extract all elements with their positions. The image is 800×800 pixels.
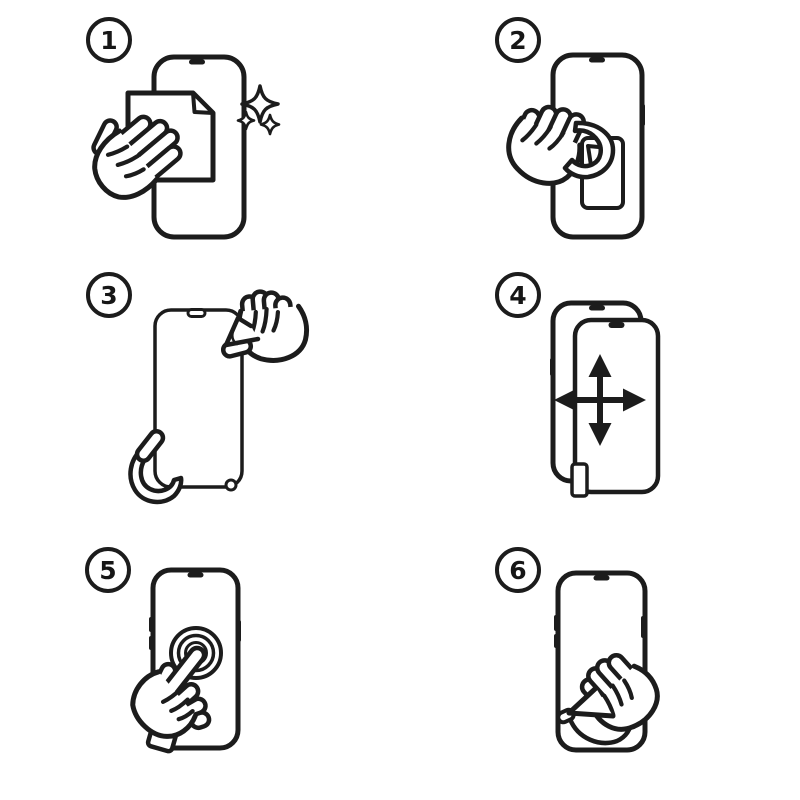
alignment-arrows-icon xyxy=(554,354,646,446)
step-1-number: 1 xyxy=(100,25,118,55)
step-2-badge: 2 xyxy=(495,17,541,63)
corner-fold-line xyxy=(231,327,239,346)
step-2-illustration xyxy=(506,52,645,240)
step-5-number: 5 xyxy=(99,555,117,585)
step-4-illustration xyxy=(550,300,661,498)
step-6-badge: 6 xyxy=(495,547,541,593)
step-3-illustration xyxy=(128,289,310,505)
pressing-fist-icon xyxy=(556,653,660,732)
step-6-number: 6 xyxy=(509,555,527,585)
step-1-badge: 1 xyxy=(86,17,132,63)
cloth-corner xyxy=(566,685,616,719)
step-3-badge: 3 xyxy=(86,272,132,318)
wiping-hand-icon xyxy=(91,114,183,200)
pull-tab xyxy=(570,462,589,498)
pinching-hand-icon xyxy=(220,289,310,363)
step-3-number: 3 xyxy=(100,280,118,310)
screen-protector-icon xyxy=(570,317,661,498)
pointing-hand-icon xyxy=(130,645,212,739)
step-6-illustration xyxy=(554,570,660,753)
step-1-illustration xyxy=(91,54,281,240)
step-2-number: 2 xyxy=(509,25,527,55)
screen-protector-icon xyxy=(153,308,244,492)
step-4-badge: 4 xyxy=(495,272,541,318)
thumb-and-index xyxy=(562,120,616,180)
gripping-hand-icon xyxy=(506,104,616,186)
holding-thumb-icon xyxy=(128,428,184,505)
step-4-number: 4 xyxy=(509,280,527,310)
sparkles-icon xyxy=(236,84,281,136)
step-5-illustration xyxy=(130,567,241,754)
step-5-badge: 5 xyxy=(85,547,131,593)
